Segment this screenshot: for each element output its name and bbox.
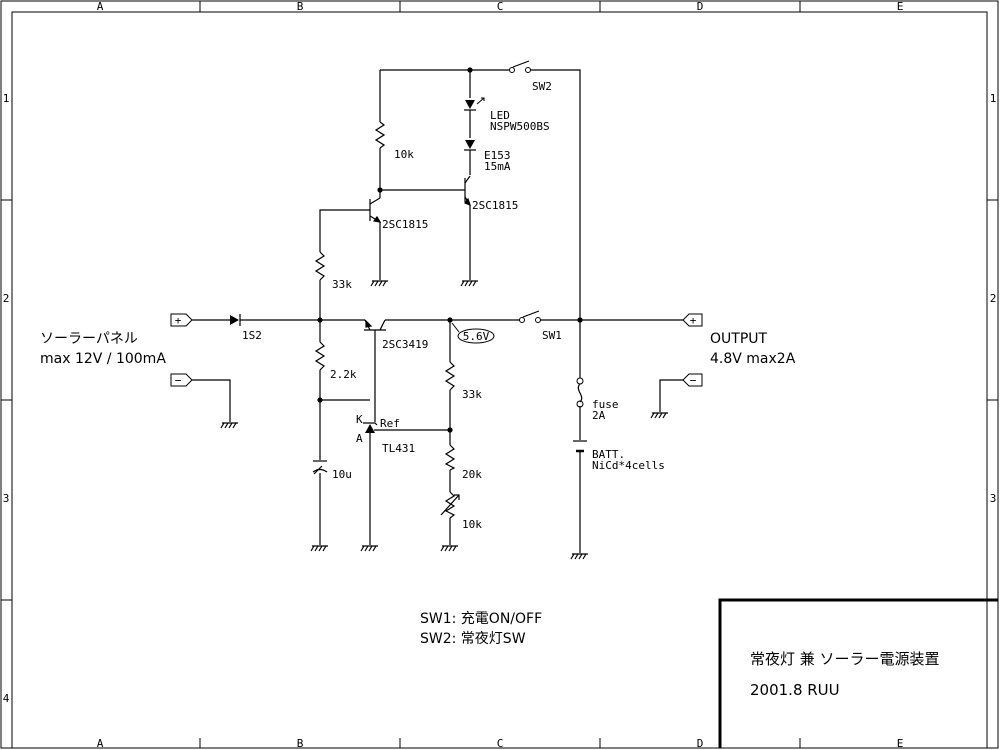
label-output-spec: 4.8V max2A [710, 351, 796, 367]
note-sw2: SW2: 常夜灯SW [420, 631, 526, 647]
label-tl431-k: K [356, 413, 363, 426]
label-q-main: 2SC3419 [382, 338, 428, 351]
label-q-left: 2SC1815 [382, 218, 428, 231]
wires [192, 69, 683, 553]
label-led: LED [490, 109, 510, 122]
col-label-d-top: D [697, 0, 704, 13]
resistor-33k-base [314, 251, 326, 281]
col-label-b-bottom: B [297, 737, 304, 750]
label-sw1: SW1 [542, 329, 562, 342]
col-label-e-bottom: E [897, 737, 904, 750]
junction-dots [317, 67, 583, 433]
fuse-symbol [576, 377, 584, 408]
svg-text:+: + [690, 314, 697, 327]
diode-1s2 [230, 314, 241, 326]
label-r-33k-base: 33k [332, 278, 352, 291]
svg-text:−: − [175, 374, 182, 387]
label-fuse-rating: 2A [592, 409, 606, 422]
col-label-a-bottom: A [97, 737, 104, 750]
label-crd-current: 15mA [484, 160, 511, 173]
row-label-2-right: 2 [990, 292, 997, 305]
tl431-symbol [363, 422, 378, 433]
label-output: OUTPUT [710, 331, 768, 347]
transistor-right [464, 175, 471, 207]
led-symbol [464, 97, 485, 111]
label-q-right: 2SC1815 [472, 199, 518, 212]
col-label-a-top: A [97, 0, 104, 13]
transistor-left [369, 197, 382, 223]
title-block-title: 常夜灯 兼 ソーラー電源装置 [750, 650, 940, 668]
label-tl431: TL431 [382, 442, 415, 455]
label-r-33k-divider: 33k [462, 388, 482, 401]
battery-symbol [573, 440, 587, 453]
terminal-input-minus: − [170, 373, 193, 387]
label-c-10u: 10u [332, 468, 352, 481]
col-label-d-bottom: D [697, 737, 704, 750]
svg-text:5.6V: 5.6V [463, 330, 490, 343]
col-label-b-top: B [297, 0, 304, 13]
label-batt-type: NiCd*4cells [592, 459, 665, 472]
label-r-10k-top: 10k [394, 148, 414, 161]
voltage-probe: 5.6V [451, 322, 495, 344]
label-tl431-a: A [356, 432, 363, 445]
capacitor-10u [312, 460, 328, 475]
ground-symbols [220, 280, 668, 560]
row-label-2-left: 2 [3, 292, 10, 305]
row-label-3-left: 3 [3, 492, 10, 505]
label-sw2: SW2 [532, 80, 552, 93]
title-block-date-author: 2001.8 RUU [750, 681, 840, 699]
inner-frame [11, 11, 988, 749]
resistor-2-2k [314, 341, 326, 371]
terminal-output-minus: − [682, 373, 703, 387]
label-r-20k: 20k [462, 468, 482, 481]
label-fuse: fuse [592, 398, 619, 411]
col-label-c-top: C [497, 0, 504, 13]
resistor-20k [444, 444, 456, 471]
label-vr-10k: 10k [462, 518, 482, 531]
resistor-10k-top [374, 121, 386, 149]
note-sw1: SW1: 充電ON/OFF [420, 611, 542, 627]
variable-resistor-10k [440, 491, 460, 519]
label-led-part: NSPW500BS [490, 120, 550, 133]
terminal-output-plus: + [682, 313, 703, 327]
label-diode: 1S2 [242, 329, 262, 342]
label-tl431-ref: Ref [380, 417, 400, 430]
label-crd: E153 [484, 149, 511, 162]
label-batt: BATT. [592, 448, 625, 461]
label-solar: ソーラーパネル [40, 331, 138, 347]
label-r-2-2k: 2.2k [330, 368, 357, 381]
row-label-1-left: 1 [3, 92, 10, 105]
row-label-1-right: 1 [990, 92, 997, 105]
title-block: 常夜灯 兼 ソーラー電源装置 2001.8 RUU [718, 598, 998, 748]
transistor-main [364, 319, 386, 331]
terminal-input-plus: + [170, 313, 193, 327]
col-label-c-bottom: C [497, 737, 504, 750]
switch-sw1 [519, 310, 541, 323]
switch-sw2 [509, 60, 531, 73]
crd-symbol [464, 140, 476, 151]
label-solar-spec: max 12V / 100mA [40, 351, 166, 367]
row-label-4-left: 4 [3, 692, 10, 705]
svg-text:+: + [175, 314, 182, 327]
row-label-3-right: 3 [990, 492, 997, 505]
svg-text:−: − [690, 374, 697, 387]
resistor-33k-divider [444, 361, 456, 391]
col-label-e-top: E [897, 0, 904, 13]
